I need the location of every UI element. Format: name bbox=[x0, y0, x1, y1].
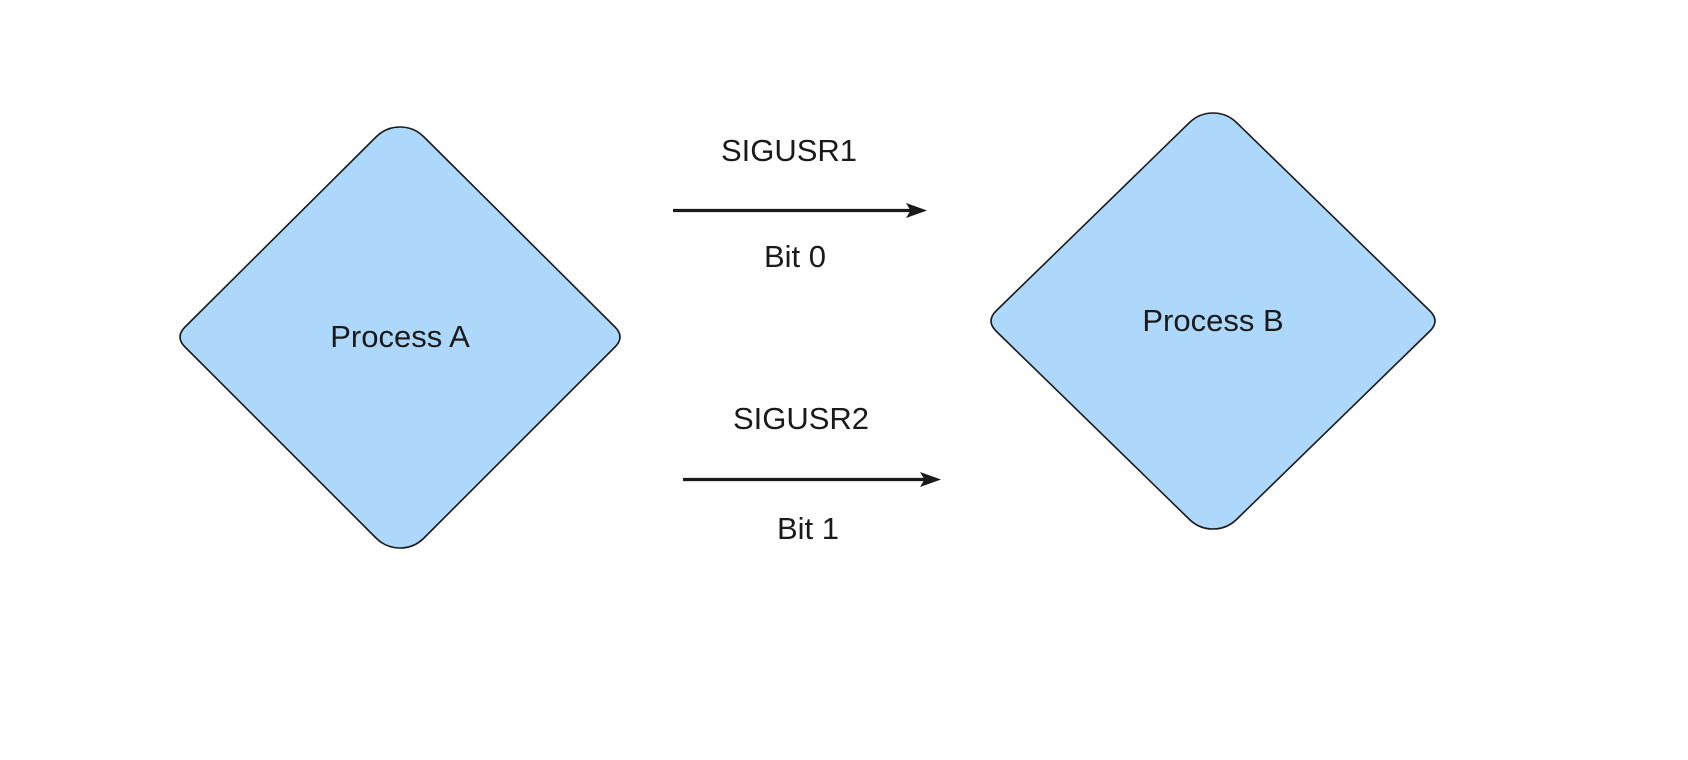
process-a-label: Process A bbox=[330, 319, 470, 354]
process-b-label: Process B bbox=[1142, 303, 1283, 338]
edge-sigusr1-arrowhead-icon bbox=[906, 203, 927, 218]
edge-sigusr2-label-below: Bit 1 bbox=[777, 511, 839, 546]
node-process-b[interactable]: Process B bbox=[990, 112, 1436, 530]
edge-sigusr1-label-above: SIGUSR1 bbox=[721, 133, 857, 168]
edge-sigusr1[interactable]: SIGUSR1 Bit 0 bbox=[673, 133, 927, 274]
process-a-diamond-shape bbox=[179, 126, 621, 549]
edge-sigusr2[interactable]: SIGUSR2 Bit 1 bbox=[683, 401, 941, 546]
process-b-diamond-shape bbox=[990, 112, 1436, 530]
edge-sigusr1-label-below: Bit 0 bbox=[764, 239, 826, 274]
node-process-a[interactable]: Process A bbox=[179, 126, 621, 549]
edge-sigusr2-arrowhead-icon bbox=[920, 472, 941, 487]
edge-sigusr2-label-above: SIGUSR2 bbox=[733, 401, 869, 436]
